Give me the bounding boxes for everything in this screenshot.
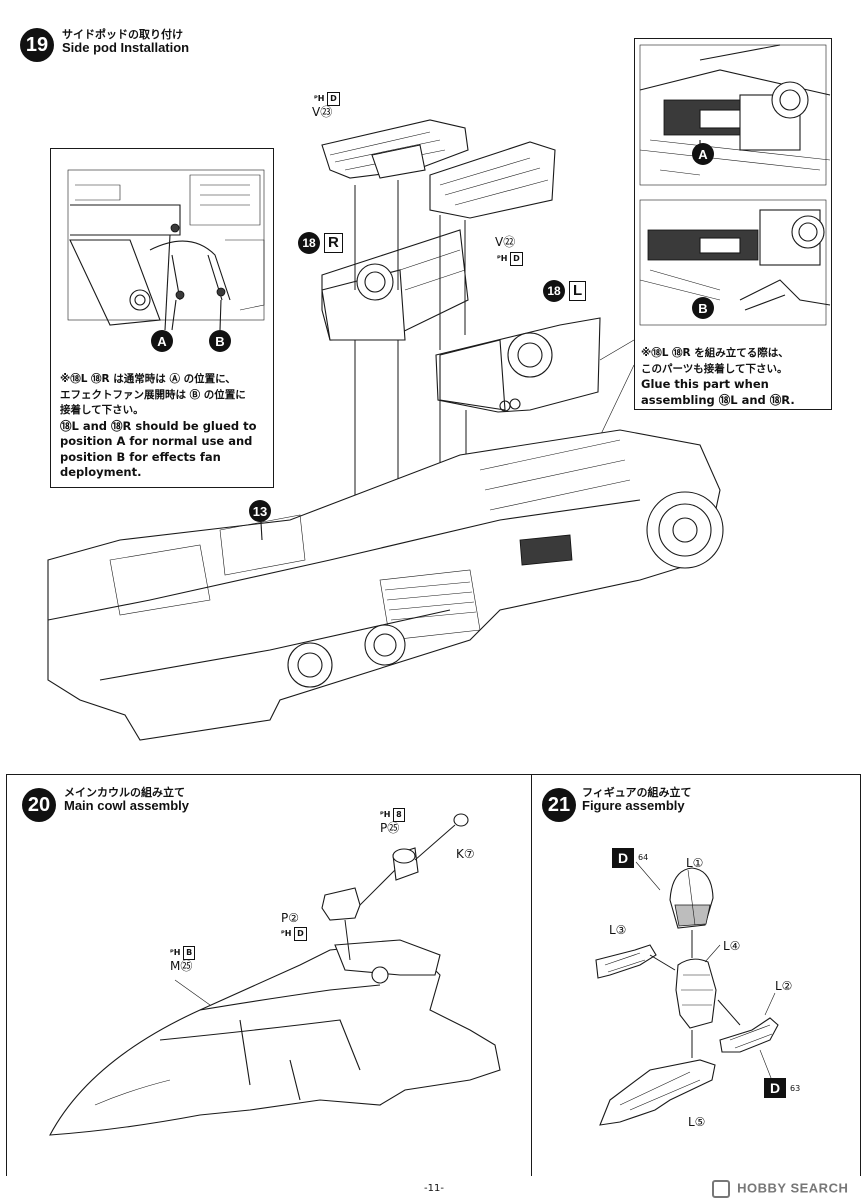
watermark: HOBBY SEARCH — [712, 1180, 848, 1198]
chassis-drawing — [47, 429, 724, 741]
part-l3-label: L③ — [609, 923, 627, 937]
part-18r-tag: 18 R — [298, 232, 343, 254]
inset-position-a: A — [151, 330, 173, 352]
inset-right-b-drawing — [639, 199, 831, 326]
part-d63-box: D — [764, 1078, 786, 1098]
part-k7-label: K⑦ — [456, 847, 475, 861]
watermark-logo-icon — [712, 1180, 730, 1198]
step-19-title-en: Side pod Installation — [62, 40, 190, 55]
part-18l-tag: 18 L — [543, 280, 587, 302]
inset-right-label-a: A — [692, 143, 714, 165]
part-m25-label: M㉕ — [170, 959, 193, 973]
part-d64-box: D — [612, 848, 634, 868]
part-l2-label: L② — [775, 979, 793, 993]
part-13-marker: 13 — [249, 500, 271, 522]
ph-marker-p2: ᴾH D — [281, 927, 307, 941]
step-21-title-en: Figure assembly — [582, 798, 685, 813]
inset-right-note: ※⑱L ⑱R を組み立てる際は、 このパーツも接着して下さい。 Glue thi… — [641, 347, 795, 407]
inset-left-drawing — [67, 169, 265, 331]
part-d64-number: 64 — [638, 853, 649, 862]
inset-left-note: ※⑱L ⑱R は通常時は Ⓐ の位置に、 エフェクトファン展開時は Ⓑ の位置に… — [60, 373, 257, 479]
part-p2-label: P② — [281, 911, 299, 925]
part-l5-label: L⑤ — [688, 1115, 706, 1129]
inset-right-a-drawing — [639, 44, 831, 186]
inset-position-b: B — [209, 330, 231, 352]
step-20-number: 20 — [22, 788, 56, 822]
main-cowl-drawing — [49, 813, 501, 1136]
step-20-title-jp: メインカウルの組み立て — [64, 786, 185, 799]
part-v22-label: V㉒ — [495, 235, 516, 249]
part-l1-label: L① — [686, 856, 704, 870]
inset-right-label-b: B — [692, 297, 714, 319]
page-number: -11- — [424, 1183, 444, 1194]
sidepod-parts — [321, 119, 635, 610]
part-p25-label: P㉕ — [380, 821, 400, 835]
part-d63-number: 63 — [790, 1084, 801, 1093]
figure-drawing — [595, 861, 779, 1126]
step-21-title-jp: フィギュアの組み立て — [582, 786, 692, 799]
step-21-number: 21 — [542, 788, 576, 822]
watermark-text: HOBBY SEARCH — [737, 1180, 849, 1196]
step-20-title-en: Main cowl assembly — [64, 798, 189, 813]
step-19-title-jp: サイドポッドの取り付け — [62, 28, 183, 41]
ph-marker-p25: ᴾH 8 — [380, 808, 405, 822]
part-v23-label: V㉓ — [312, 105, 333, 119]
part-l4-label: L④ — [723, 939, 741, 953]
step-19-number: 19 — [20, 28, 54, 62]
ph-marker-m25: ᴾH B — [170, 946, 196, 960]
ph-marker-top: ᴾH D — [314, 92, 340, 106]
ph-marker-mid: ᴾH D — [497, 252, 523, 266]
